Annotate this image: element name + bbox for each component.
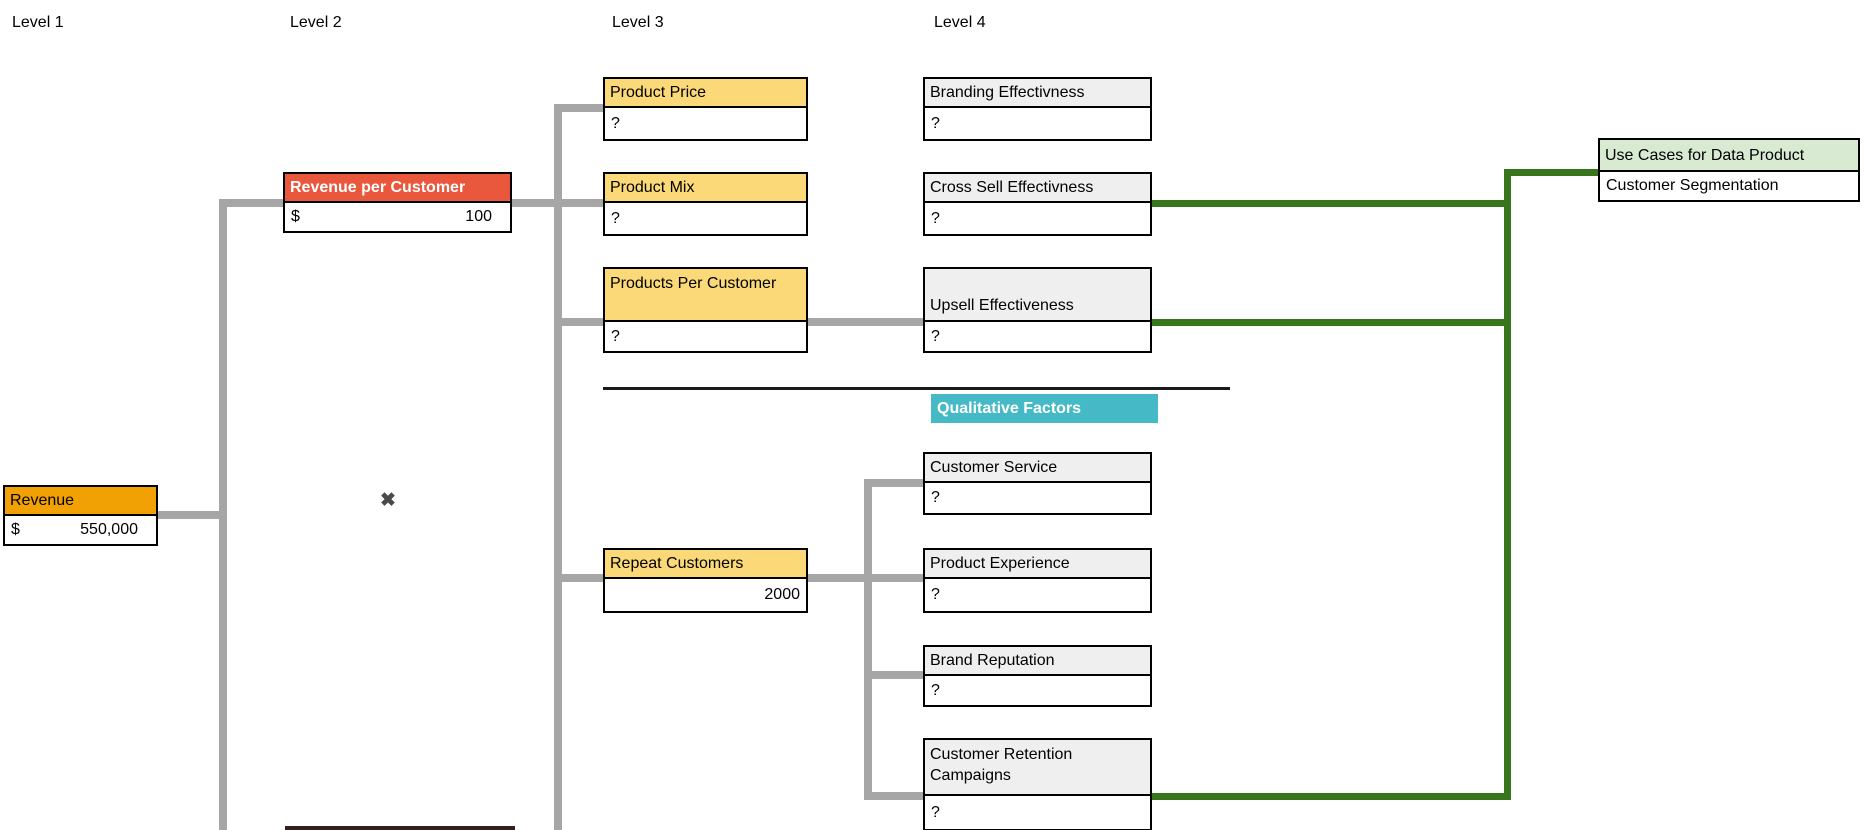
node-title[interactable]: Products Per Customer — [605, 269, 806, 322]
amount: 100 — [465, 208, 492, 225]
level-1-header: Level 1 — [12, 14, 64, 31]
connector-revenue-to-trunk — [158, 511, 227, 519]
node-value[interactable]: Customer Segmentation — [1600, 172, 1858, 200]
node-cross-sell-effectivness[interactable]: Cross Sell Effectivness ? — [923, 172, 1152, 236]
node-brand-reputation[interactable]: Brand Reputation ? — [923, 645, 1152, 707]
currency-symbol: $ — [11, 521, 20, 538]
node-value[interactable]: ? — [605, 108, 806, 139]
node-value[interactable]: ? — [925, 203, 1150, 234]
node-title[interactable]: Revenue — [5, 487, 156, 516]
connector-level3-trunk — [554, 104, 562, 830]
level-4-header: Level 4 — [934, 14, 986, 31]
node-value[interactable]: ? — [605, 322, 806, 351]
node-value[interactable]: ? — [925, 676, 1150, 705]
node-title[interactable]: Revenue per Customer — [285, 174, 510, 203]
node-title[interactable]: Product Price — [605, 79, 806, 108]
node-products-per-customer[interactable]: Products Per Customer ? — [603, 267, 808, 353]
node-product-experience[interactable]: Product Experience ? — [923, 548, 1152, 613]
connector-trunk-to-use-cases-box — [1504, 169, 1598, 176]
connector-cross-sell-to-use-cases — [1152, 200, 1511, 207]
node-use-cases-for-data-product[interactable]: Use Cases for Data Product Customer Segm… — [1598, 138, 1860, 202]
node-title[interactable]: Customer Retention Campaigns — [925, 740, 1150, 796]
node-product-mix[interactable]: Product Mix ? — [603, 172, 808, 236]
connector-qualitative-trunk — [864, 479, 872, 800]
node-value[interactable]: 2000 — [605, 579, 806, 611]
node-value[interactable]: $ 550,000 — [5, 516, 156, 544]
node-upsell-effectiveness[interactable]: Upsell Effectiveness ? — [923, 267, 1152, 353]
node-title[interactable]: Upsell Effectiveness — [925, 269, 1150, 322]
node-value[interactable]: $ 100 — [285, 203, 510, 231]
node-value[interactable]: ? — [925, 483, 1150, 513]
qualitative-factors-banner: Qualitative Factors — [931, 394, 1158, 423]
connector-trunk-to-products-per-customer — [554, 318, 603, 326]
node-revenue-per-customer[interactable]: Revenue per Customer $ 100 — [283, 172, 512, 233]
connector-use-cases-trunk — [1504, 169, 1511, 800]
connector-trunk-to-customer-retention — [864, 792, 923, 800]
node-title[interactable]: Product Experience — [925, 550, 1150, 579]
node-value[interactable]: ? — [925, 322, 1150, 351]
connector-trunk-to-customer-service — [864, 479, 923, 487]
connector-trunk-to-revenue-per-customer — [219, 199, 283, 207]
connector-products-per-customer-to-upsell — [808, 318, 923, 326]
node-value[interactable]: ? — [925, 108, 1150, 139]
close-x-marker[interactable]: ✖ — [380, 490, 396, 511]
connector-trunk-to-product-price — [554, 104, 603, 112]
node-customer-retention-campaigns[interactable]: Customer Retention Campaigns ? — [923, 738, 1152, 830]
qualitative-section-divider — [603, 387, 1230, 390]
node-revenue[interactable]: Revenue $ 550,000 — [3, 485, 158, 546]
connector-customer-retention-to-use-cases — [1152, 793, 1511, 800]
connector-level2-trunk — [219, 199, 227, 830]
node-title[interactable]: Product Mix — [605, 174, 806, 203]
node-title[interactable]: Repeat Customers — [605, 550, 806, 579]
node-title[interactable]: Branding Effectivness — [925, 79, 1150, 108]
node-repeat-customers[interactable]: Repeat Customers 2000 — [603, 548, 808, 613]
node-value[interactable]: ? — [605, 203, 806, 234]
node-title[interactable]: Customer Service — [925, 454, 1150, 483]
level-2-header: Level 2 — [290, 14, 342, 31]
node-title[interactable]: Cross Sell Effectivness — [925, 174, 1150, 203]
connector-trunk-to-brand-reputation — [864, 671, 923, 679]
node-title[interactable]: Use Cases for Data Product — [1600, 140, 1858, 172]
node-branding-effectivness[interactable]: Branding Effectivness ? — [923, 77, 1152, 141]
level-3-header: Level 3 — [612, 14, 664, 31]
connector-trunk-to-repeat-customers — [554, 574, 603, 582]
connector-upsell-to-use-cases — [1152, 319, 1511, 326]
node-customer-service[interactable]: Customer Service ? — [923, 452, 1152, 515]
node-product-price[interactable]: Product Price ? — [603, 77, 808, 141]
partial-node-top-edge — [285, 826, 515, 830]
amount: 550,000 — [80, 521, 138, 538]
node-value[interactable]: ? — [925, 796, 1150, 829]
node-title[interactable]: Brand Reputation — [925, 647, 1150, 676]
currency-symbol: $ — [291, 208, 300, 225]
node-value[interactable]: ? — [925, 579, 1150, 611]
